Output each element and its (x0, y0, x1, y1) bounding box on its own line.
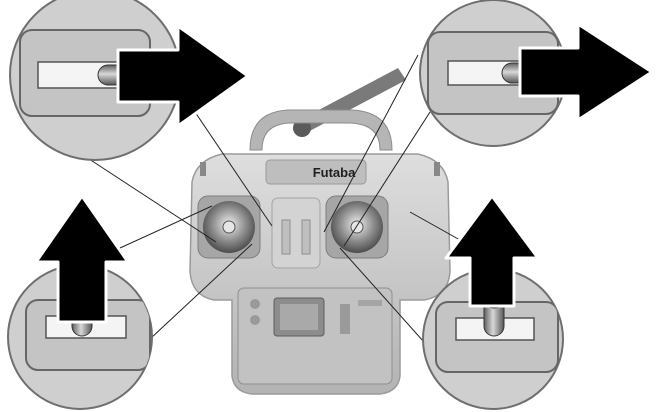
lcd-inner (280, 304, 318, 330)
switch-left (200, 162, 206, 176)
brand-label: Futaba (313, 165, 356, 180)
panel-button-1 (250, 299, 260, 309)
right-stick-top (351, 221, 363, 233)
transmitter: Futaba (190, 68, 450, 394)
center-trim-b (302, 220, 310, 254)
panel-button-2 (250, 315, 260, 325)
center-trim-a (282, 220, 290, 254)
panel-indicator (358, 300, 382, 306)
center-panel (272, 198, 320, 268)
switch-right (434, 162, 440, 176)
left-stick-top (223, 221, 235, 233)
antenna (296, 68, 406, 134)
panel-slider (340, 304, 350, 334)
callout-top-left (10, 0, 248, 160)
callout-top-right (420, 0, 652, 146)
callout-bottom-left (8, 196, 152, 409)
